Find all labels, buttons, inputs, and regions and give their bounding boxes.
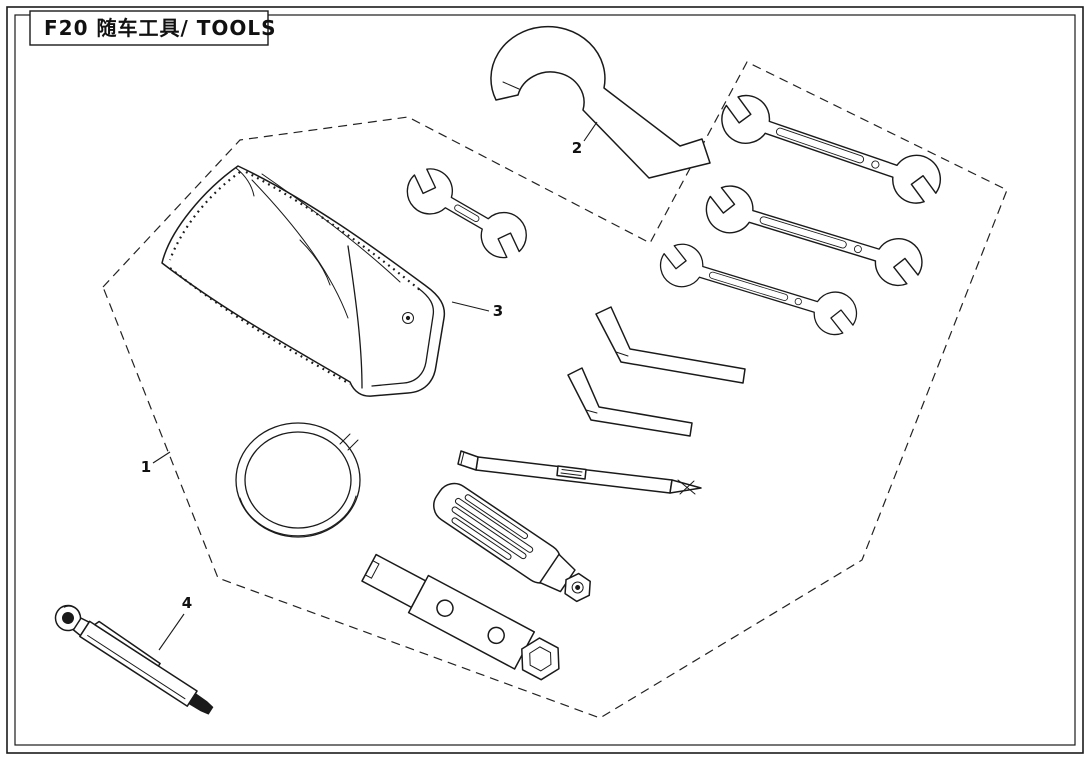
bag-fold-line-1 <box>251 179 349 319</box>
double-ended-screwdriver-bar <box>457 450 702 495</box>
hook-spanner <box>490 25 711 179</box>
leader-line-3 <box>451 301 490 312</box>
leader-line-2 <box>583 121 598 142</box>
bag-flap-crease <box>347 245 363 389</box>
open-end-wrench-large-2 <box>699 179 929 292</box>
tommy-bar-hole-2 <box>487 626 505 645</box>
diagram-title: F20 随车工具/ TOOLS <box>44 16 277 40</box>
open-end-wrench-small <box>397 159 536 267</box>
leader-line-4 <box>158 613 185 651</box>
hex-key-small <box>567 367 693 437</box>
screwdriver-handle <box>433 482 591 603</box>
tire-gauge-tip <box>188 692 214 715</box>
toolkit-dashed-outline <box>102 61 1008 719</box>
bag-flap-inner-seam <box>371 287 435 387</box>
snap-button <box>402 312 414 324</box>
bag-stitching-top <box>245 171 421 291</box>
part-label-1: 1 <box>141 458 151 476</box>
bag-stitching-left <box>168 171 241 261</box>
part-label-3: 3 <box>493 302 503 320</box>
tool-bag <box>161 165 446 397</box>
hook-spanner-tooth <box>502 81 520 90</box>
part-label-2: 2 <box>572 139 582 157</box>
page-border-outer <box>6 6 1084 754</box>
band-ring-ends <box>339 433 359 451</box>
band-ring <box>235 422 361 538</box>
snap-button-center <box>405 315 411 321</box>
tire-gauge <box>54 604 214 715</box>
open-end-wrench-large-3 <box>654 238 863 341</box>
spark-plug-wrench <box>361 553 560 681</box>
hex-key-large <box>595 306 746 384</box>
tommy-bar-hole-1 <box>436 599 454 617</box>
part-label-4: 4 <box>182 594 192 612</box>
open-end-wrench-large-1 <box>714 88 948 211</box>
tire-gauge-clip <box>93 620 161 667</box>
leader-line-1 <box>152 451 171 464</box>
bag-fold-line-2 <box>261 173 401 283</box>
title-box: F20 随车工具/ TOOLS <box>29 10 277 46</box>
callouts: 1 2 3 4 <box>141 121 598 651</box>
page-border-inner <box>14 14 1076 746</box>
tire-gauge-body <box>79 620 198 707</box>
bag-fold-line-3 <box>299 239 331 286</box>
spark-plug-hex-socket <box>521 637 560 681</box>
bar-center-grip <box>556 465 587 480</box>
bag-roll-tip <box>235 167 255 197</box>
flat-blade-tip <box>457 450 479 471</box>
